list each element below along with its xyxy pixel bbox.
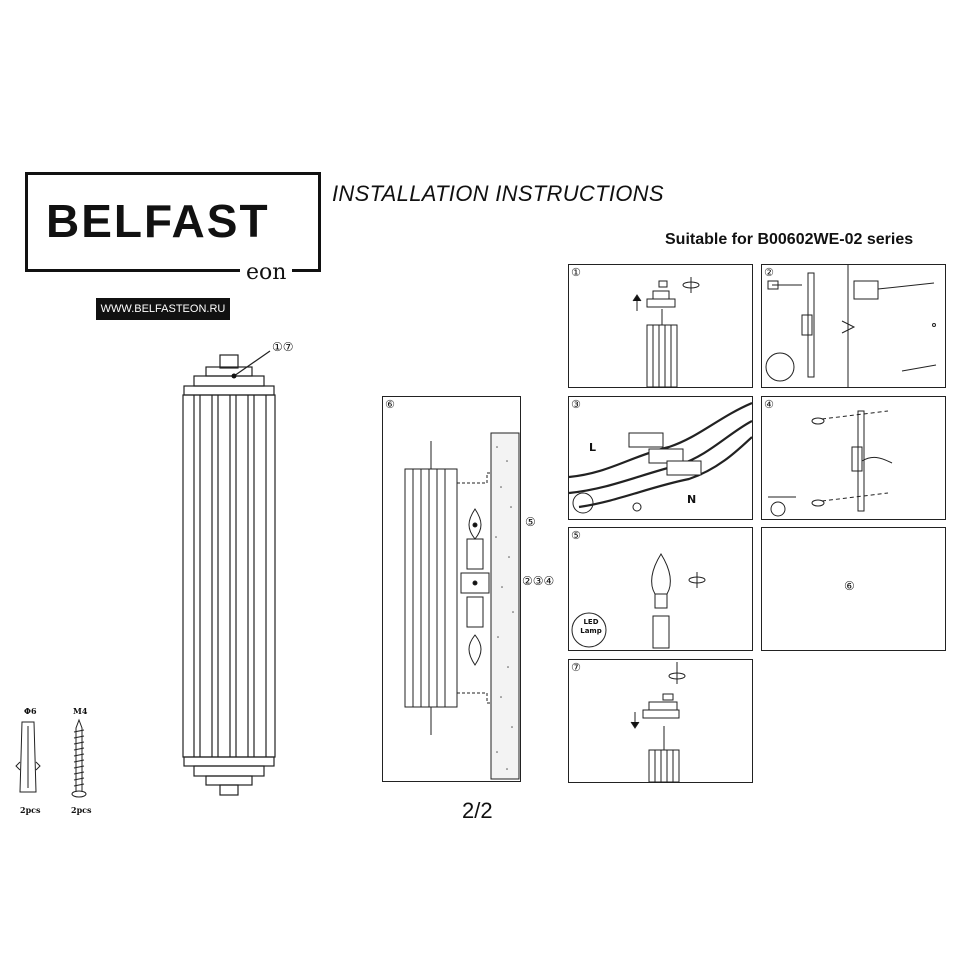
screw-qty-label: 2pcs xyxy=(71,805,92,815)
step-7-panel: ⑦ xyxy=(568,659,753,783)
step-2-number: ② xyxy=(764,266,774,279)
screw-icon xyxy=(71,718,87,798)
step-5-drawing xyxy=(571,553,706,649)
step-2-drawing xyxy=(765,265,937,387)
led-badge-line-1: LED xyxy=(583,618,599,626)
step-7-drawing xyxy=(630,662,686,782)
step-5-panel: ⑤ LED Lamp xyxy=(568,527,753,651)
fixture-illustration xyxy=(182,350,276,796)
page-number: 2/2 xyxy=(462,798,493,823)
step-5-number: ⑤ xyxy=(571,529,581,542)
anchor-qty-label: 2pcs xyxy=(20,805,41,815)
step-1-number: ① xyxy=(571,266,581,279)
live-wire-label: L xyxy=(589,441,597,454)
page-title: INSTALLATION INSTRUCTIONS xyxy=(332,181,664,206)
brand-sub: eon xyxy=(240,262,293,284)
step-6-number: ⑥ xyxy=(844,579,855,593)
step-4-drawing xyxy=(768,410,893,517)
main-callout: ①⑦ xyxy=(272,340,294,354)
step-6-detail-panel: ⑥ xyxy=(382,396,521,782)
logo-frame xyxy=(25,172,321,272)
upper-side-callout: ⑤ xyxy=(525,515,536,529)
model-subtitle: Suitable for B00602WE-02 series xyxy=(665,231,914,248)
middle-side-callout: ②③④ xyxy=(522,574,555,588)
screw-size-label: M4 xyxy=(73,706,88,716)
anchor-size-label: Φ6 xyxy=(24,706,37,716)
step-7-number: ⑦ xyxy=(571,661,581,674)
website-badge: WWW.BELFASTEON.RU xyxy=(96,298,230,320)
step-4-panel: ④ xyxy=(761,396,946,520)
brand-logo: BELFAST xyxy=(46,195,270,247)
step-3-number: ③ xyxy=(571,398,581,411)
led-badge-line-2: Lamp xyxy=(580,627,602,635)
step-4-number: ④ xyxy=(764,398,774,411)
step-3-wiring-drawing xyxy=(569,401,752,514)
step-2-panel: ② xyxy=(761,264,946,388)
step-6-detail-number: ⑥ xyxy=(385,398,395,411)
step-6-panel: ⑥ xyxy=(761,527,946,651)
wall-mount-detail-drawing xyxy=(404,432,520,780)
step-3-panel: ③ L N xyxy=(568,396,753,520)
step-1-drawing xyxy=(632,277,700,387)
wall-anchor-icon xyxy=(15,721,41,793)
step-1-panel: ① xyxy=(568,264,753,388)
led-lamp-badge: LED Lamp xyxy=(577,618,605,636)
neutral-wire-label: N xyxy=(687,493,697,506)
